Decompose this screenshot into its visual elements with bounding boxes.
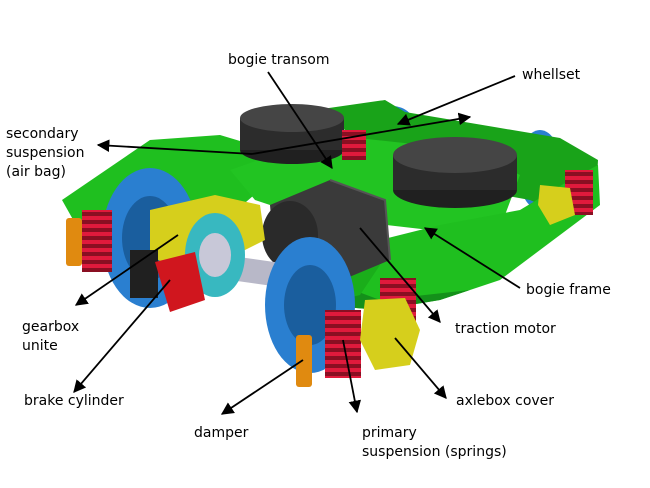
label-wheelset: whellset [522,67,581,83]
label-brake-cylinder: brake cylinder [24,393,124,409]
arrow-damper [220,359,304,415]
arrow-axlebox-cover [394,337,447,399]
air-bag-left [240,104,344,164]
label-secondary-suspension-line1: secondary [6,126,79,142]
label-axlebox-cover: axlebox cover [456,393,555,409]
label-primary-suspension-line2: suspension (springs) [362,444,507,460]
axlebox-cover-shape [360,185,575,370]
label-gearbox: gearbox unite [22,318,79,356]
label-damper: damper [194,425,249,441]
arrow-secondary-suspension-left [96,139,253,155]
label-secondary-suspension-line3: (air bag) [6,164,66,180]
arrow-wheelset [396,75,516,126]
air-bag-right [393,137,517,208]
label-gearbox-line2: unite [22,338,58,354]
label-traction-motor: traction motor [455,321,556,337]
brake-cylinder-shape [130,250,205,312]
arrow-traction-motor [359,227,441,323]
label-primary-suspension-line1: primary [362,425,417,441]
arrow-secondary-suspension-right [251,112,472,155]
label-secondary-suspension-line2: suspension [6,145,85,161]
arrow-primary-suspension [342,339,362,414]
label-gearbox-line1: gearbox [22,319,80,335]
arrow-bogie-transom [267,71,333,170]
label-primary-suspension: primary suspension (springs) [362,424,507,462]
arrow-brake-cylinder [73,279,171,393]
label-secondary-suspension: secondary suspension (air bag) [6,125,84,182]
arrow-gearbox [74,234,179,306]
label-bogie-frame: bogie frame [526,282,611,298]
dampers [66,218,312,387]
arrow-bogie-frame [423,227,521,289]
label-bogie-transom: bogie transom [228,52,330,68]
